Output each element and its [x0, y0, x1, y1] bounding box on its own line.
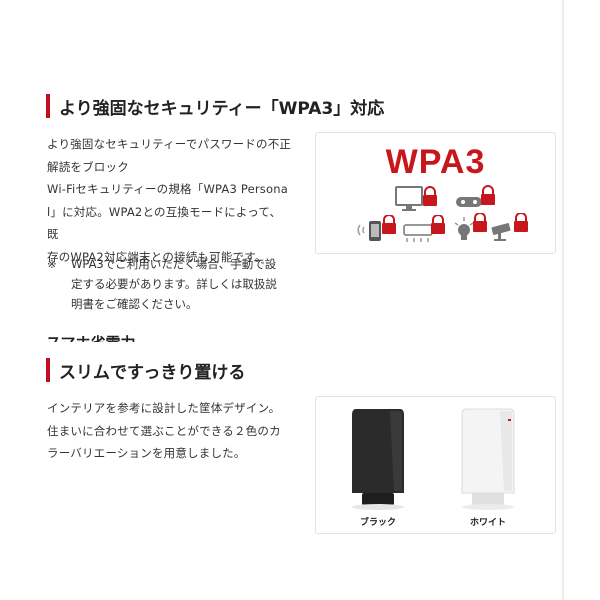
- monitor-lock-icon: [395, 186, 437, 211]
- gamepad-lock-icon: [456, 185, 495, 207]
- text-line: インテリアを参考に設計した筐体デザイン。: [47, 401, 281, 415]
- text-line: ラーバリエーションを用意しました。: [47, 446, 246, 460]
- printer-lock-icon: [403, 215, 445, 242]
- black-router-image: [352, 409, 404, 510]
- section-heading-wpa3: より強固なセキュリティー「WPA3」対応: [46, 93, 384, 119]
- heading-text: スリムですっきり置ける: [59, 362, 246, 383]
- wpa3-logo-text: WPA3: [385, 143, 486, 181]
- note-mark: ※: [47, 257, 57, 271]
- text-line: より強固なセキュリティーでパスワードの不正: [47, 137, 292, 151]
- text-line: 存のWPA2対応端末との接続も可能です。: [47, 249, 267, 264]
- camera-lock-icon: [491, 213, 528, 241]
- variant-label-black: ブラック: [359, 518, 396, 528]
- text-line: 解読をブロック: [47, 159, 129, 174]
- text-line: 住まいに合わせて選ぶことができる２色のカ: [47, 423, 281, 438]
- wpa3-description: より強固なセキュリティーでパスワードの不正 解読をブロック Wi-Fiセキュリテ…: [47, 133, 292, 268]
- slim-description: インテリアを参考に設計した筐体デザイン。 住まいに合わせて選ぶことができる２色の…: [47, 397, 292, 465]
- heading-text: より強固なセキュリティー「WPA3」対応: [59, 98, 385, 119]
- text-line: 定する必要があります。詳しくは取扱説: [71, 277, 277, 291]
- text-line: WPA3でご利用いただく場合、手動で設: [71, 257, 277, 271]
- section-heading-partial: スマホ省電力: [46, 333, 286, 342]
- heading-accent-bar: [46, 358, 50, 382]
- wpa3-card: WPA3: [315, 132, 556, 254]
- section-heading-slim: スリムですっきり置ける: [46, 357, 245, 383]
- partial-heading-text: スマホ省電力: [46, 333, 286, 342]
- text-line: 明書をご確認ください。: [71, 297, 198, 311]
- page-divider: [562, 0, 564, 600]
- bulb-lock-icon: [454, 213, 487, 240]
- phone-lock-icon: [357, 215, 396, 241]
- variant-label-white: ホワイト: [469, 518, 506, 528]
- color-variants-card: ブラック ホワイト: [315, 396, 556, 534]
- text-line: l」に対応。WPA2との互換モードによって、既: [47, 204, 282, 242]
- heading-accent-bar: [46, 94, 50, 118]
- white-router-image: [461, 408, 515, 510]
- wpa3-note: ※ WPA3でご利用いただく場合、手動で設 定する必要があります。詳しくは取扱説…: [47, 254, 292, 314]
- text-line: Wi-Fiセキュリティーの規格「WPA3 Persona: [47, 182, 288, 196]
